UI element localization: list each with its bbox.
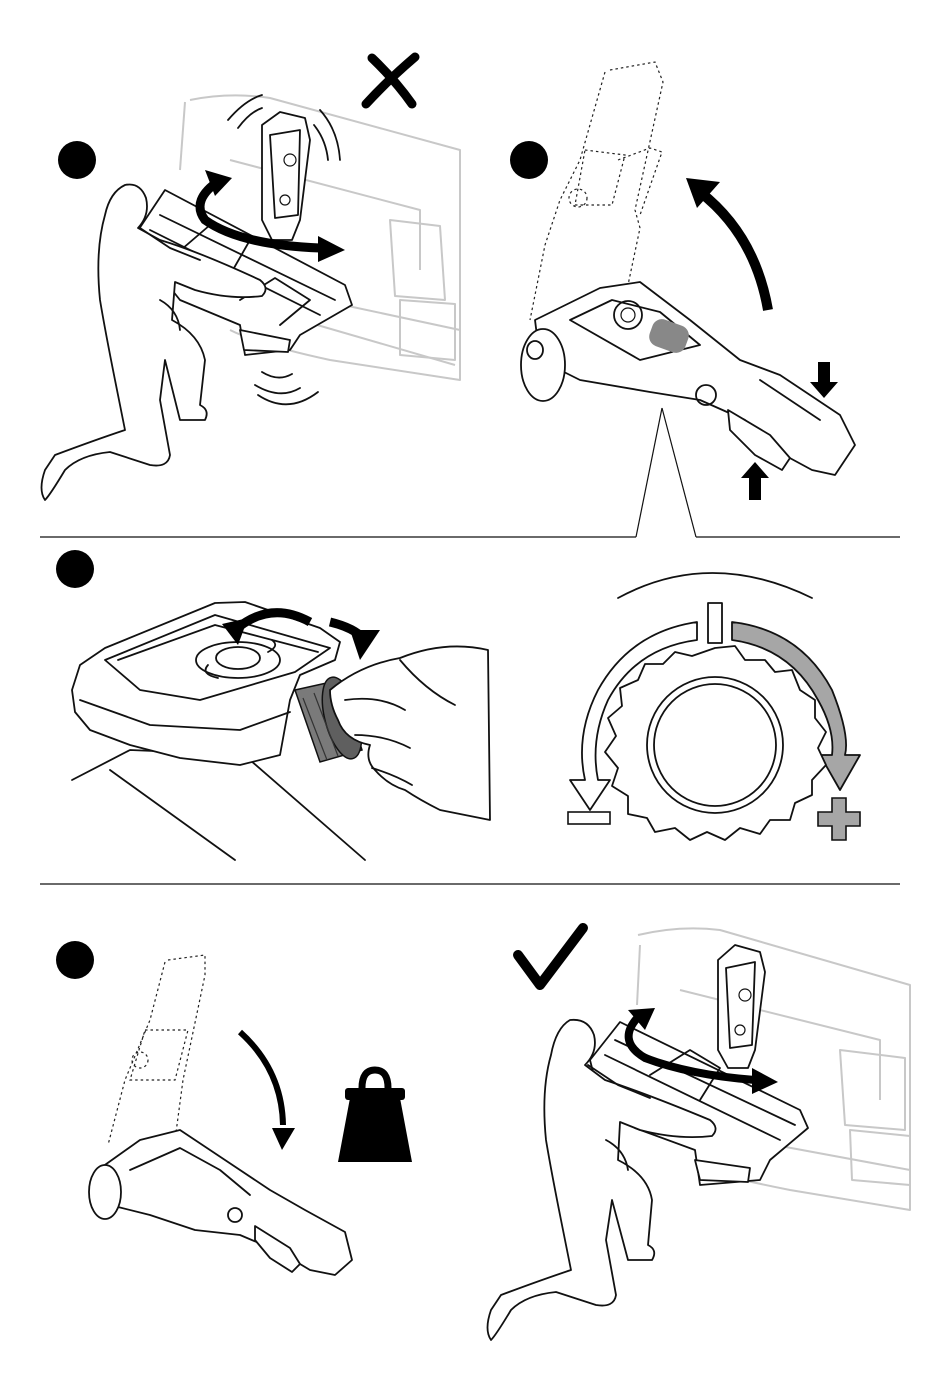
panel-step-4: [56, 941, 412, 1275]
lowering-arrow: [240, 1032, 295, 1150]
dial-diagram: [570, 573, 860, 840]
bike-carrier-2: [590, 945, 808, 1185]
step-marker-3: [56, 550, 94, 588]
cross-icon: [366, 57, 415, 104]
plus-icon: [818, 798, 860, 840]
dashed-upper-arm: [108, 955, 205, 1145]
hand: [330, 646, 490, 820]
panel-step-3: [56, 550, 860, 860]
dashed-raised-arm: [530, 62, 663, 320]
step-marker-4: [56, 941, 94, 979]
panel-step-1: [42, 57, 461, 500]
panel-step-correct: [488, 928, 911, 1340]
handle-body: [521, 282, 855, 475]
panel-step-2: [510, 62, 855, 500]
step-marker-2: [510, 141, 548, 179]
weight-icon: [338, 1070, 412, 1162]
step-marker-1: [58, 141, 96, 179]
tilt-arrow: [686, 178, 768, 310]
checkmark-icon: [518, 928, 583, 985]
lowered-handle: [89, 1130, 352, 1275]
minus-icon: [568, 812, 610, 824]
